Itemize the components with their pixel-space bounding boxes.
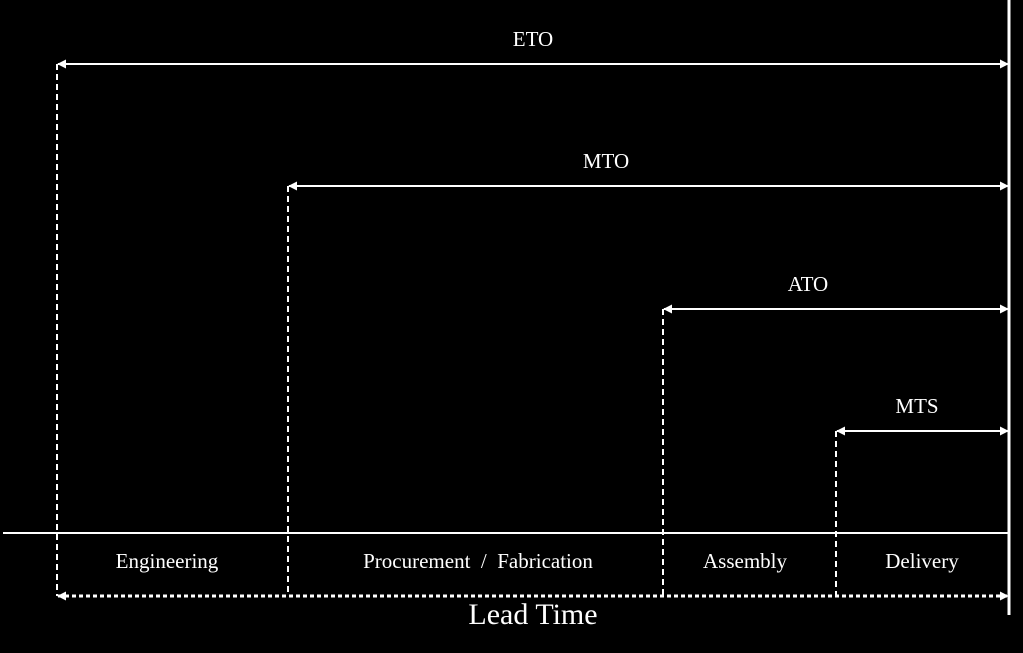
phase-engineering-label: Engineering: [116, 549, 219, 573]
mts-label: MTS: [895, 394, 938, 418]
strategy-ato: ATO: [662, 272, 1009, 596]
ato-label: ATO: [788, 272, 828, 296]
phase-delivery-label: Delivery: [885, 549, 959, 573]
strategy-mts: MTS: [835, 394, 1009, 596]
mto-label: MTO: [583, 149, 629, 173]
phase-assembly-label: Assembly: [703, 549, 788, 573]
eto-label: ETO: [513, 27, 553, 51]
strategy-mto: MTO: [287, 149, 1009, 596]
lead-time-label: Lead Time: [468, 598, 597, 631]
phase-procurement-label: Procurement / Fabrication: [363, 549, 593, 573]
strategy-eto: ETO: [56, 27, 1009, 596]
